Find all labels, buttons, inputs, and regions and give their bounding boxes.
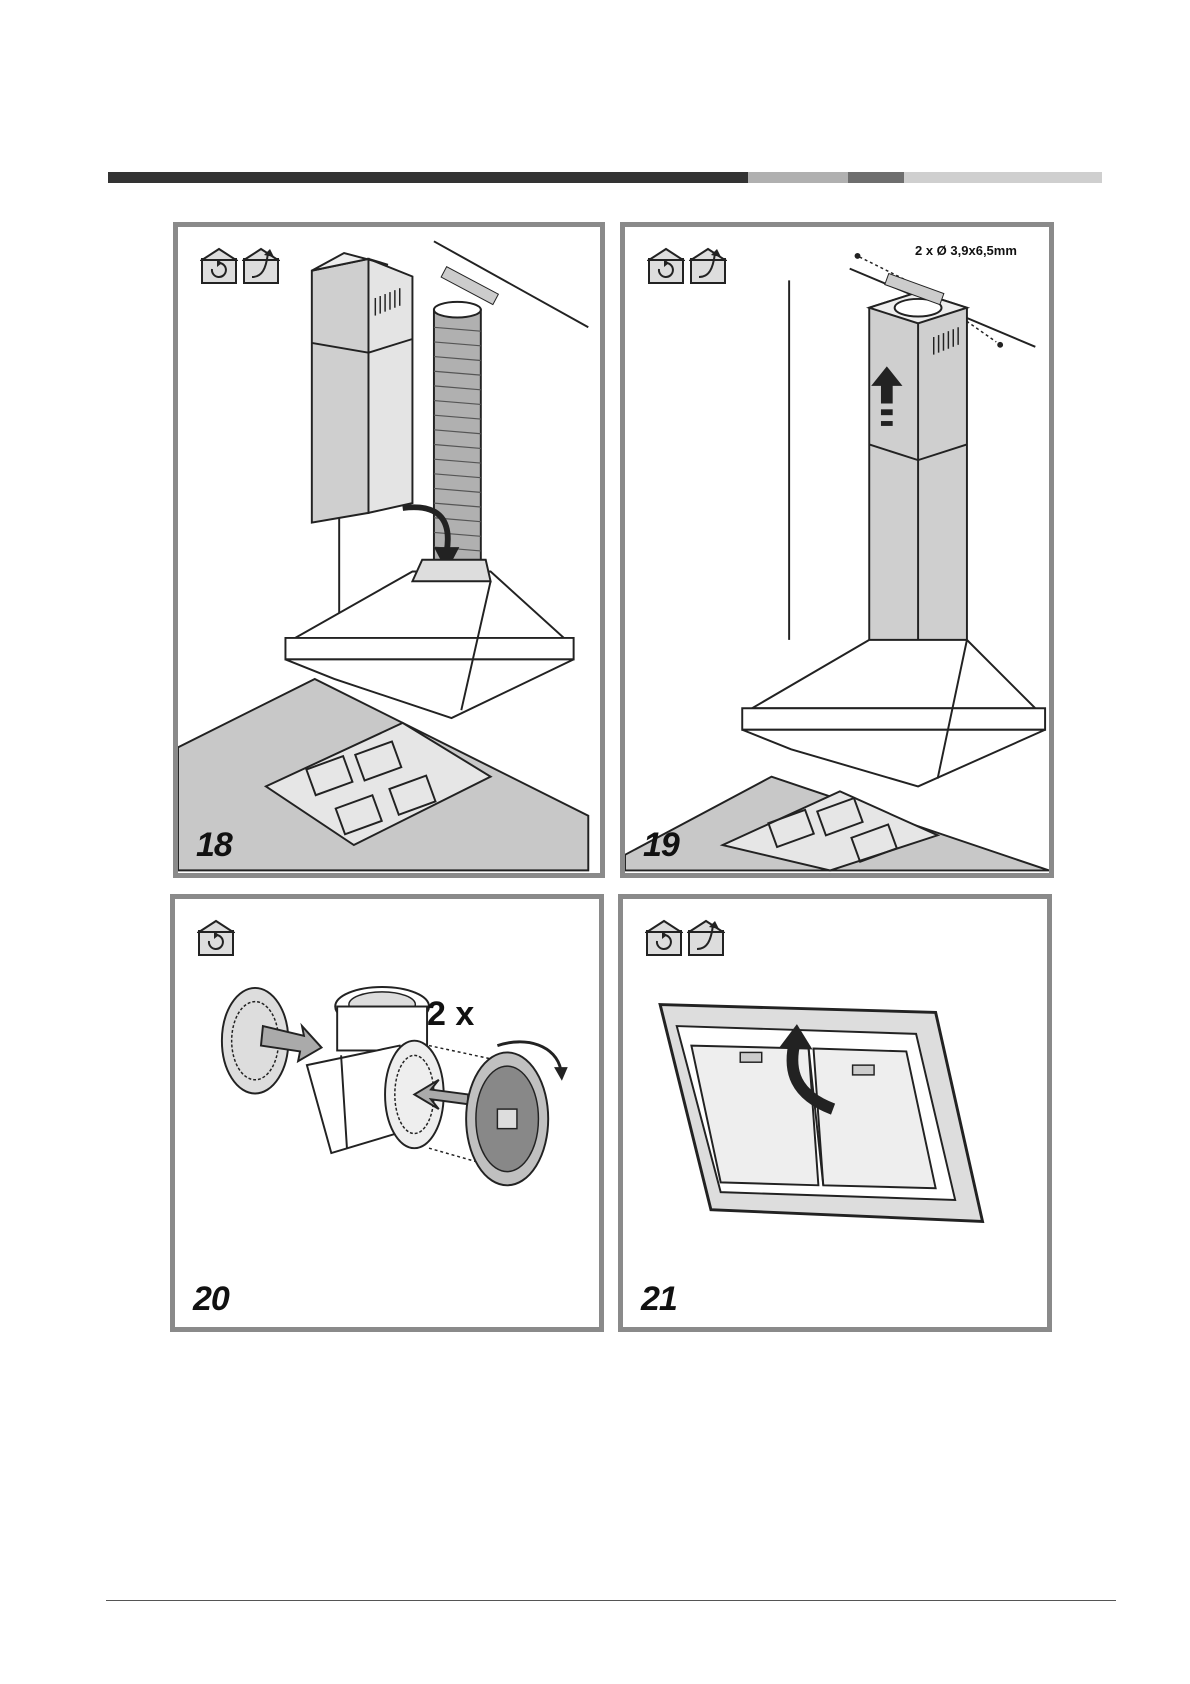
figure-21-illustration: [623, 899, 1047, 1327]
header-color-bar: [108, 172, 1102, 183]
figure-19-icons: [647, 247, 727, 285]
figure-18-illustration: [178, 227, 600, 873]
header-bar-segment-pale: [904, 172, 1102, 183]
extraction-house-icon: [689, 247, 727, 285]
figure-18-number: 18: [196, 826, 232, 865]
figure-20-icons: [197, 919, 235, 957]
header-bar-segment-mid: [848, 172, 904, 183]
figure-18-panel: 18: [173, 222, 605, 878]
recirculation-house-icon: [647, 247, 685, 285]
header-bar-segment-dark: [108, 172, 748, 183]
figure-20-panel: 2 x 20: [170, 894, 604, 1332]
recirculation-house-icon: [197, 919, 235, 957]
figure-21-panel: 21: [618, 894, 1052, 1332]
recirculation-house-icon: [200, 247, 238, 285]
footer-rule: [106, 1600, 1116, 1601]
quantity-note: 2 x: [427, 995, 474, 1034]
figure-19-illustration: [625, 227, 1049, 873]
figure-20-illustration: [175, 899, 599, 1327]
figure-21-icons: [645, 919, 725, 957]
header-bar-segment-light: [748, 172, 848, 183]
figure-21-number: 21: [641, 1280, 677, 1319]
extraction-house-icon: [242, 247, 280, 285]
figure-19-number: 19: [643, 826, 679, 865]
figure-18-icons: [200, 247, 280, 285]
screw-spec-note: 2 x Ø 3,9x6,5mm: [915, 243, 1017, 258]
figure-19-panel: 2 x Ø 3,9x6,5mm 19: [620, 222, 1054, 878]
recirculation-house-icon: [645, 919, 683, 957]
extraction-house-icon: [687, 919, 725, 957]
figure-20-number: 20: [193, 1280, 229, 1319]
